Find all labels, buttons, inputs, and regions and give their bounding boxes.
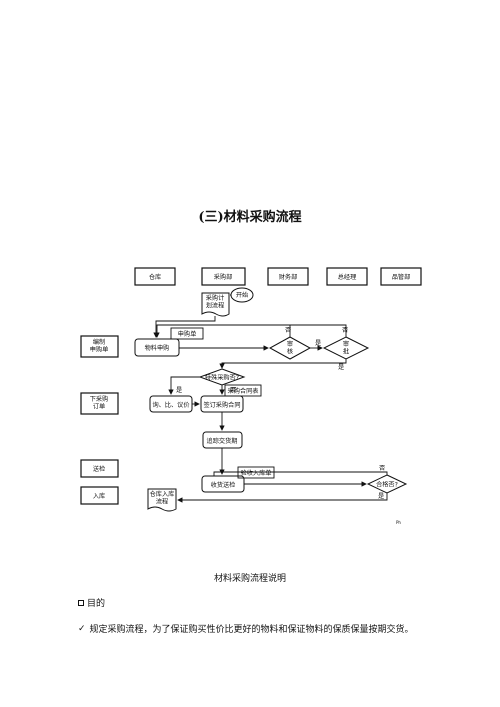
follow-delivery-node [202,431,243,449]
edge-label-approve-no: 否 [342,327,348,334]
connectors [153,294,388,503]
section-heading-text: 目的 [87,599,106,609]
dept-box-qc [380,267,422,286]
contract-tag [224,384,262,397]
edge-label-special-no: 否 [230,387,236,394]
qualified-label: 合格否? [376,481,398,489]
purpose-text: 规定采购流程，为了保证购买性价比更好的物料和保证物料的保质保量按期交货。 [89,625,414,635]
material-request-node [134,338,180,357]
edge-label-approve-yes: 是 [338,364,344,371]
dept-box-purchasing [201,267,246,286]
edge-label-qualified-no: 否 [379,465,385,472]
dept-box-warehouse [134,267,176,286]
edge-label-review-no: 否 [285,327,291,334]
dept-finance: 财务部 [279,273,298,281]
sign-contract-label: 签订采购合同 [203,401,240,409]
warehouse-flow-node [147,488,177,512]
edge-label-qualified-yes: 是 [378,493,384,500]
dept-warehouse: 仓库 [149,273,161,281]
edge-label-special-yes: 是 [176,387,182,394]
purpose-bullet: ✓ 规定采购流程，为了保证购买性价比更好的物料和保证物料的保质保量按期交货。 [78,622,414,636]
requisition-tag-label: 申购单 [178,330,197,338]
checkmark-icon: ✓ [78,623,86,634]
section-heading: 目的 [78,596,105,609]
quote-label: 询、比、议价 [152,401,189,409]
page-title: (三)材料采购流程 [198,210,302,225]
edge-label-review-yes: 是 [315,340,321,347]
plan-node [201,292,230,317]
dept-purchasing: 采购部 [214,273,233,281]
flowchart-caption: 材料采购流程说明 [213,574,286,584]
requisition-tag [170,327,204,340]
department-headers: 仓库 采购部 财务部 总经理 品管部 [134,267,422,286]
receive-inspect-label: 收货送检 [211,481,236,489]
row-label-order: 下采购订单 [90,395,109,411]
material-request-label: 物料申购 [145,344,170,352]
approve-label: 审批 [343,340,349,356]
dept-gm: 总经理 [338,273,357,281]
follow-delivery-label: 追踪交货期 [207,437,238,445]
receiving-tag [237,466,275,479]
dept-qc: 品管部 [392,273,411,281]
start-label: 开始 [236,291,248,299]
corner-note: Ph [396,520,401,525]
row-label-inspection: 送检 [93,465,105,473]
review-diamond [268,336,312,360]
procurement-flowchart: 仓库 采购部 财务部 总经理 品管部 编制申购单 下采购订单 送检 入库 开始 … [80,267,422,525]
dept-box-gm [326,267,368,286]
checkbox-square-icon [78,599,84,606]
row-label-requisition: 编制申购单 [90,338,109,354]
receiving-tag-label: 验收入库单 [241,469,272,477]
review-label: 审核 [287,340,293,356]
contract-tag-label: 采购合同表 [228,387,259,395]
row-labels: 编制申购单 下采购订单 送检 入库 [80,335,119,505]
row-label-stockin: 入库 [93,492,105,500]
special-label: 特殊采购否? [205,374,239,382]
dept-box-finance [267,267,309,286]
warehouse-flow-label: 仓库入库流程 [150,490,175,506]
plan-label: 采购计划流程 [206,294,225,310]
